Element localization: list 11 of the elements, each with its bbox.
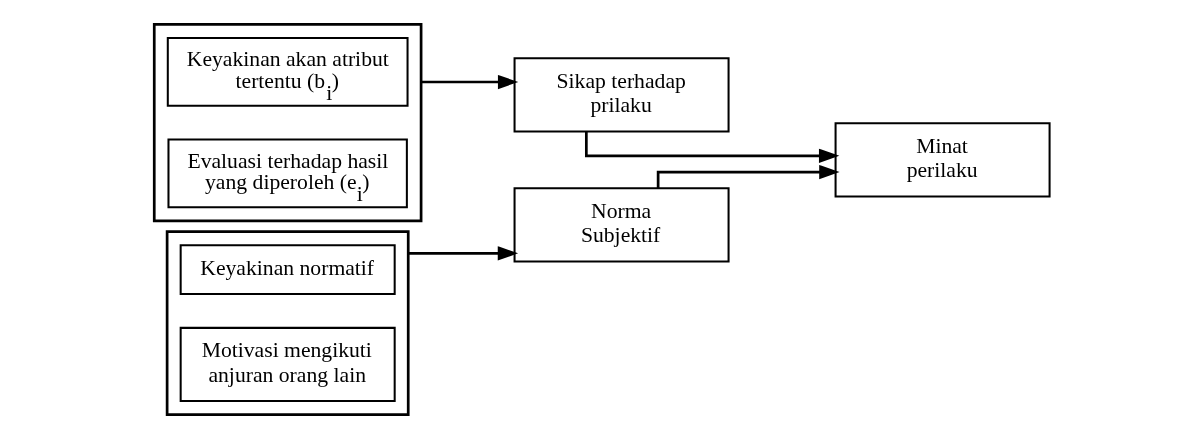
node-box: Keyakinan normatif xyxy=(179,244,396,295)
cluster xyxy=(152,23,423,223)
node-box: Minat perilaku xyxy=(834,122,1051,198)
arrow xyxy=(585,131,840,163)
arrow xyxy=(421,74,519,90)
cluster xyxy=(165,230,410,416)
node-box: Sikap terhadap prilaku xyxy=(513,57,730,133)
arrow xyxy=(408,246,519,261)
arrow xyxy=(656,164,840,189)
node-box: Motivasi mengikuti anjuran orang lain xyxy=(179,326,396,402)
node-box: Norma Subjektif xyxy=(513,187,730,263)
